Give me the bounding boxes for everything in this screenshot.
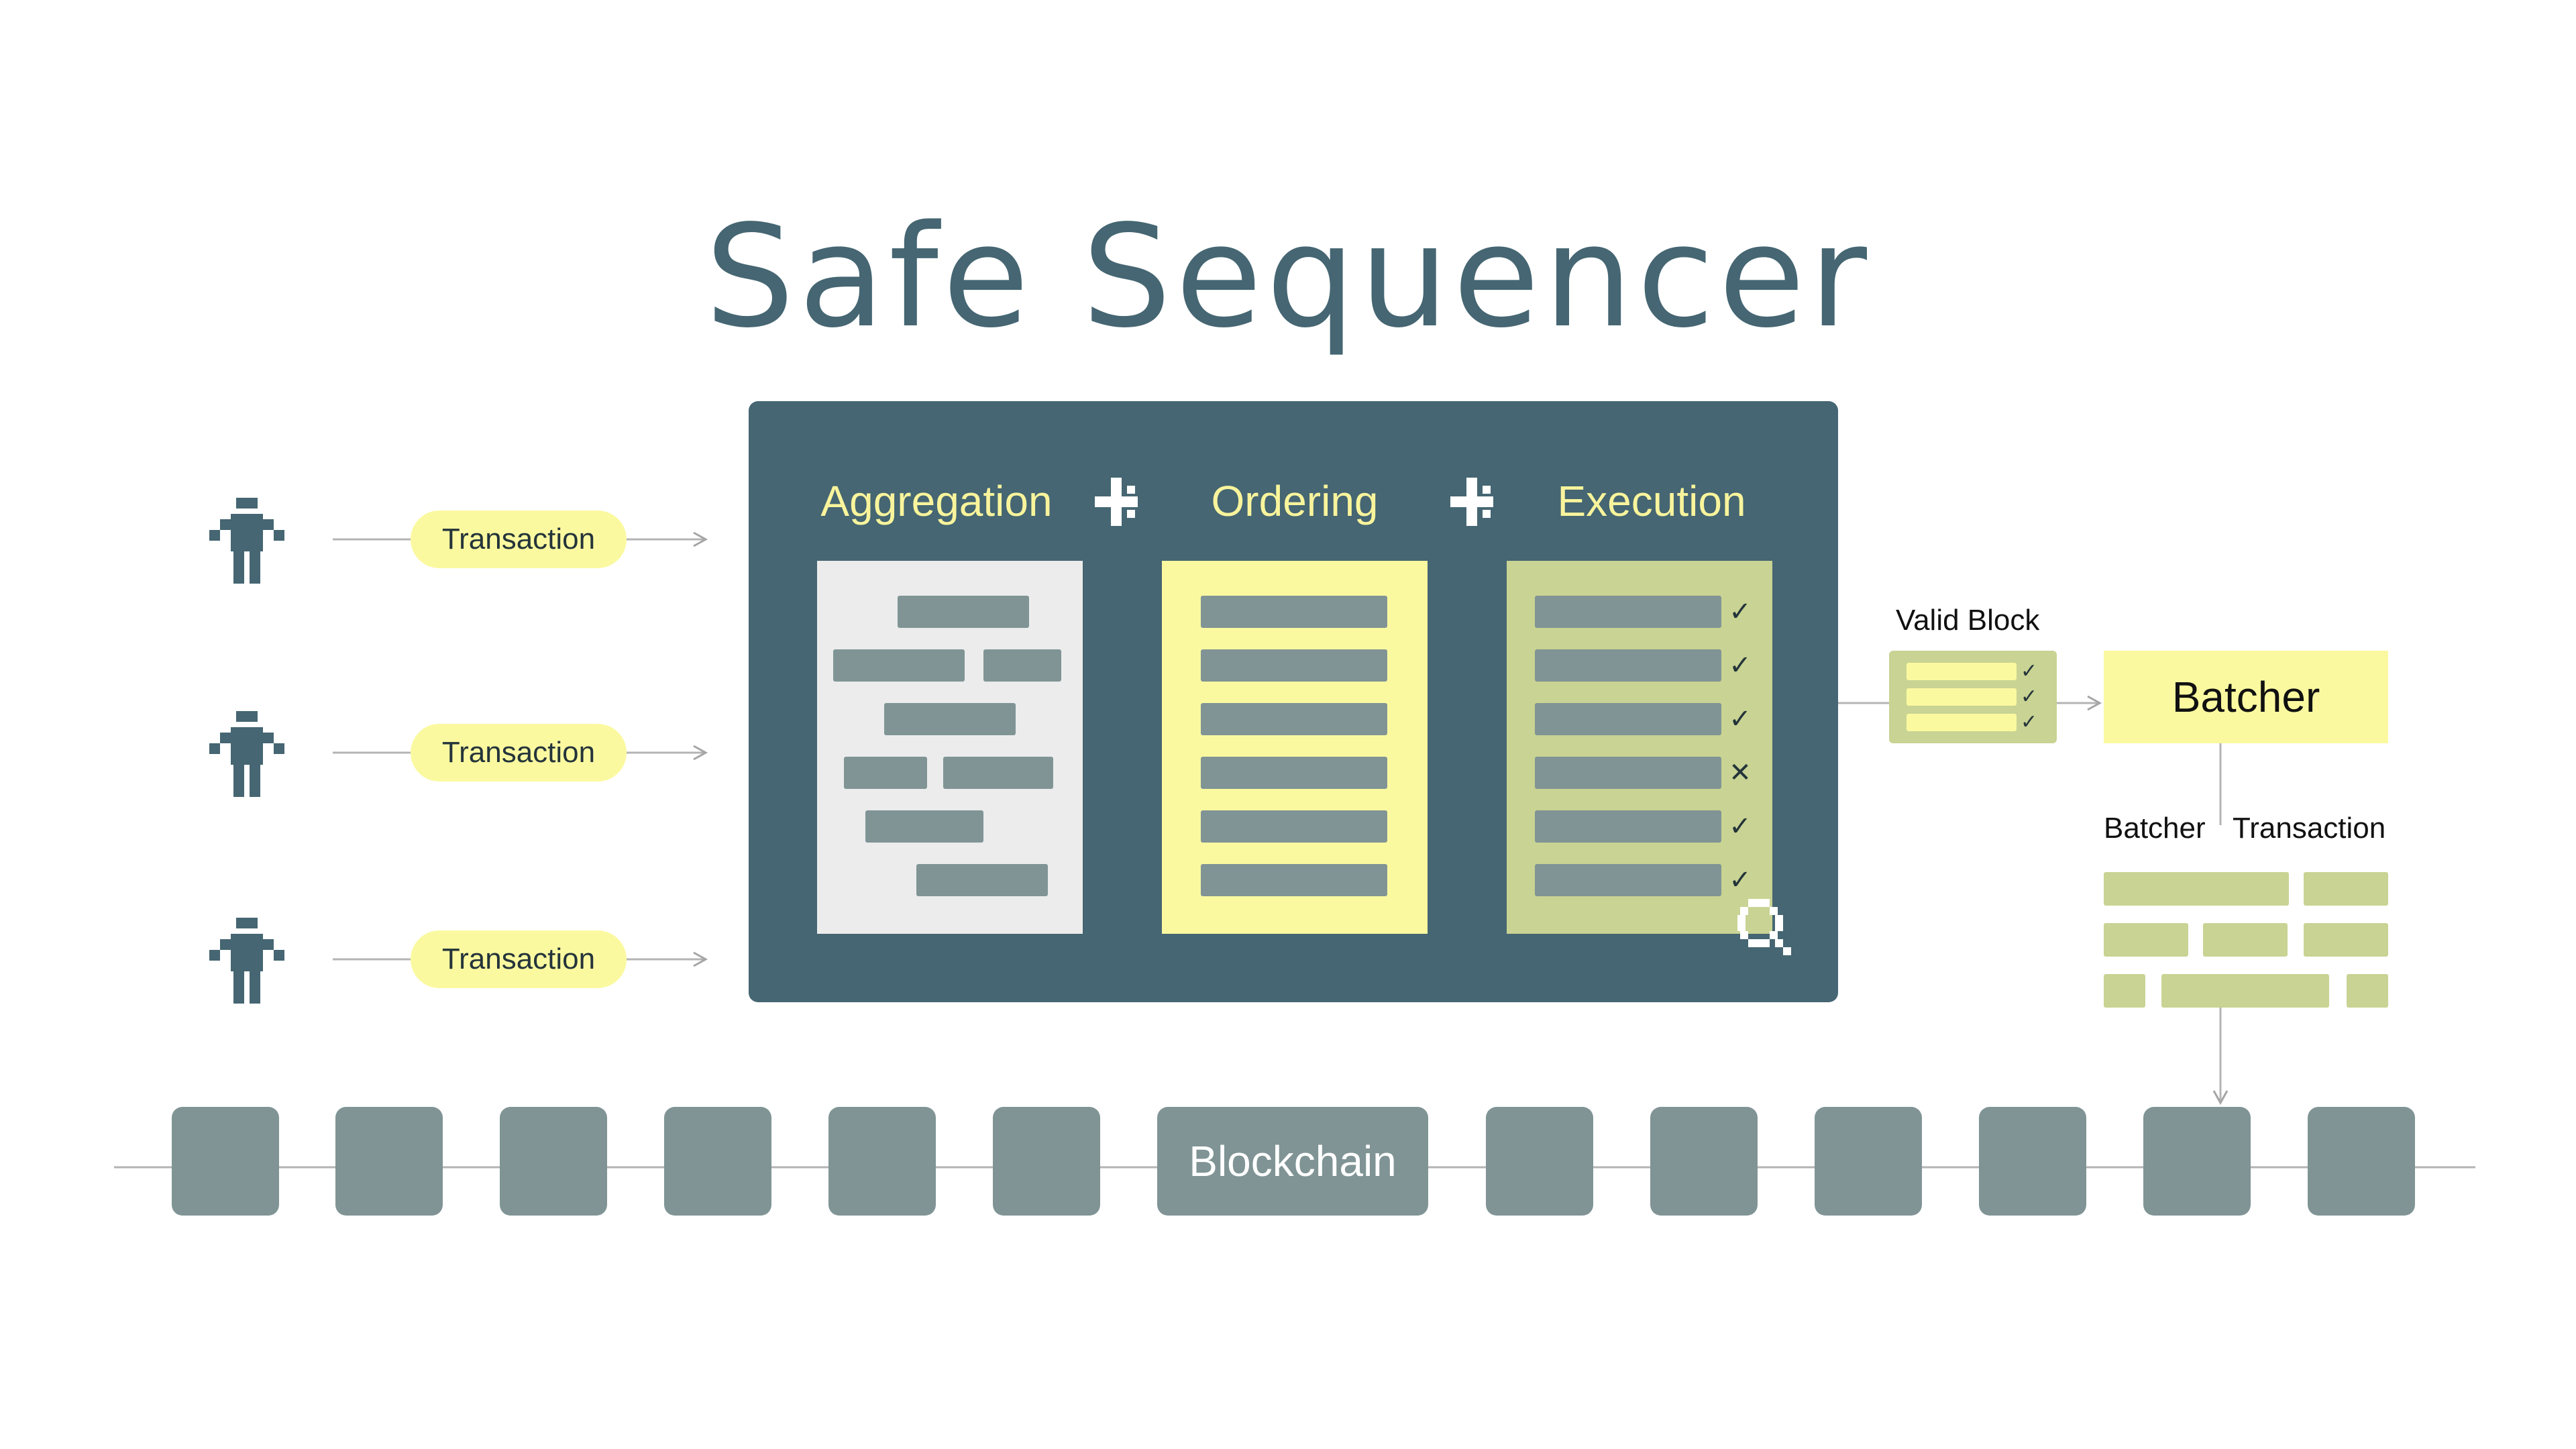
pending-tx-bar: [865, 810, 983, 843]
executed-tx-bar: [1535, 757, 1721, 789]
valid-tx-row: [1907, 663, 2017, 680]
batch-brick: [2104, 872, 2289, 906]
ordered-tx-bar: [1201, 864, 1387, 896]
chain-block: [500, 1107, 607, 1216]
chain-block: [2143, 1107, 2251, 1216]
chain-block: [1979, 1107, 2086, 1216]
checkmark-icon: ✓: [1729, 596, 1752, 627]
executed-tx-bar: [1535, 703, 1721, 735]
ordering-card: [1162, 561, 1428, 934]
pending-tx-bar: [898, 596, 1029, 628]
aggregation-card: [817, 561, 1083, 934]
checkmark-icon: ✓: [1729, 865, 1752, 896]
checkmark-icon: ✓: [1729, 811, 1752, 842]
batch-brick: [2203, 923, 2288, 957]
plus-arrow-icon: [1450, 478, 1493, 526]
chain-block: [172, 1107, 279, 1216]
ordered-tx-bar: [1201, 757, 1387, 789]
valid-block: ✓ ✓ ✓: [1889, 651, 2057, 743]
valid-tx-row: [1907, 714, 2017, 731]
user-icon: [209, 918, 284, 1004]
magnifier-icon: [1737, 899, 1791, 955]
executed-tx-bar: [1535, 596, 1721, 628]
chain-block: [664, 1107, 771, 1216]
checkmark-icon: ✓: [2021, 659, 2038, 683]
page-title: Safe Sequencer: [704, 195, 1872, 359]
chain-block: [335, 1107, 443, 1216]
batch-brick: [2161, 974, 2329, 1008]
batcher-transaction-bricks: [2104, 872, 2388, 1013]
stage-label-aggregation: Aggregation: [820, 477, 1053, 525]
plus-arrow-icon: [1095, 478, 1138, 526]
executed-tx-bar: [1535, 864, 1721, 896]
chain-block: [1650, 1107, 1758, 1216]
executed-tx-bar: [1535, 649, 1721, 682]
ordered-tx-bar: [1201, 596, 1387, 628]
batcher-tx-label-left: Batcher: [2104, 812, 2206, 845]
chain-block: [993, 1107, 1100, 1216]
checkmark-icon: ✓: [1729, 704, 1752, 735]
user-icon: [209, 711, 284, 797]
user-icon: [209, 498, 284, 584]
pending-tx-bar: [916, 864, 1048, 896]
executed-tx-bar: [1535, 810, 1721, 843]
batcher-tx-label-right: Transaction: [2233, 812, 2386, 845]
cross-icon: ✕: [1729, 757, 1752, 788]
pending-tx-bar: [943, 757, 1053, 789]
ordered-tx-bar: [1201, 649, 1387, 682]
transaction-pill: Transaction: [411, 724, 627, 782]
blockchain-label: Blockchain: [1157, 1107, 1428, 1216]
chain-block: [1486, 1107, 1593, 1216]
checkmark-icon: ✓: [1729, 650, 1752, 681]
batcher-box: Batcher: [2104, 651, 2388, 743]
batch-brick: [2347, 974, 2388, 1008]
batch-brick: [2304, 872, 2388, 906]
ordered-tx-bar: [1201, 810, 1387, 843]
transaction-pill: Transaction: [411, 511, 627, 568]
pending-tx-bar: [983, 649, 1061, 682]
batch-brick: [2104, 974, 2145, 1008]
pending-tx-bar: [844, 757, 927, 789]
checkmark-icon: ✓: [2021, 685, 2038, 708]
batch-brick: [2104, 923, 2188, 957]
chain-block: [1815, 1107, 1922, 1216]
valid-tx-row: [1907, 688, 2017, 706]
chain-block: [2308, 1107, 2415, 1216]
execution-card: ✓ ✓ ✓ ✕ ✓ ✓: [1507, 561, 1772, 934]
valid-block-label: Valid Block: [1896, 604, 2040, 637]
pending-tx-bar: [884, 703, 1016, 735]
batch-brick: [2304, 923, 2388, 957]
stage-label-execution: Execution: [1557, 477, 1746, 525]
checkmark-icon: ✓: [2021, 710, 2038, 734]
stage-label-ordering: Ordering: [1211, 477, 1379, 525]
chain-block: [828, 1107, 936, 1216]
ordered-tx-bar: [1201, 703, 1387, 735]
transaction-pill: Transaction: [411, 930, 627, 988]
pending-tx-bar: [833, 649, 965, 682]
